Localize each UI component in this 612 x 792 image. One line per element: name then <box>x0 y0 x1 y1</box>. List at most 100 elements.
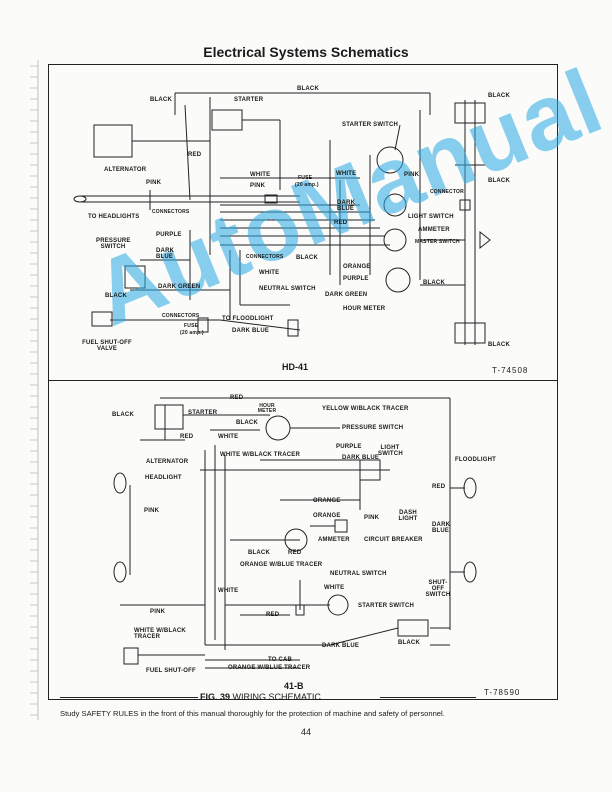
margin-ruler <box>8 60 44 720</box>
hd41-wiring <box>80 92 485 345</box>
figure-caption: FIG. 39 WIRING SCHEMATIC <box>200 692 321 702</box>
label-red-2: RED <box>334 220 348 226</box>
safety-note: Study SAFETY RULES in the front of this … <box>60 709 445 718</box>
b41-label-white-black-tracer-2: WHITE W/BLACK TRACER <box>134 628 186 640</box>
b41-label-yellow-black-tracer: YELLOW W/BLACK TRACER <box>322 406 409 412</box>
b41-label-red-3: RED <box>432 484 446 490</box>
b41-label-light-switch: LIGHT SWITCH <box>378 445 403 457</box>
b41-label-starter-switch: STARTER SWITCH <box>358 603 415 609</box>
label-black-left: BLACK <box>150 97 172 103</box>
b41-label-fuel-shutoff: FUEL SHUT-OFF <box>146 668 196 674</box>
label-fuse-2-amp: (20 amp.) <box>180 330 204 336</box>
b41-label-black: BLACK <box>112 412 134 418</box>
label-black-5: BLACK <box>488 342 510 348</box>
hd41-tnumber: T-74508 <box>492 366 529 375</box>
b41-subtitle: 41-B <box>284 681 304 691</box>
label-to-floodlight: TO FLOODLIGHT <box>222 316 274 322</box>
b41-label-white: WHITE <box>218 434 239 440</box>
hd41-components <box>73 102 491 344</box>
hd41-subtitle: HD-41 <box>282 362 309 372</box>
figure-caption-text: WIRING SCHEMATIC <box>232 692 321 702</box>
label-alternator: ALTERNATOR <box>104 167 147 173</box>
label-connectors: CONNECTORS <box>152 209 190 215</box>
b41-label-orange-blue-tracer: ORANGE W/BLUE TRACER <box>240 562 323 568</box>
label-black-conn: BLACK <box>488 178 510 184</box>
label-dark-blue-2: DARK BLUE <box>156 248 175 260</box>
b41-label-circuit-breaker: CIRCUIT BREAKER <box>364 537 423 543</box>
b41-wiring <box>113 397 477 669</box>
b41-label-dash-light: DASH LIGHT <box>398 510 418 522</box>
figure-caption-rule-left <box>60 697 198 698</box>
label-fuse: FUSE <box>298 175 313 181</box>
b41-label-dark-blue: DARK BLUE <box>342 455 380 461</box>
b41-label-red: RED <box>230 395 244 401</box>
b41-label-to-cab: TO CAB <box>268 657 293 663</box>
label-purple-2: PURPLE <box>343 276 369 282</box>
b41-label-pink: PINK <box>144 508 160 514</box>
b41-label-floodlight: FLOODLIGHT <box>455 457 496 463</box>
label-white-3: WHITE <box>259 270 280 276</box>
b41-label-black-3: BLACK <box>248 550 270 556</box>
label-black-4: BLACK <box>105 293 127 299</box>
label-to-headlights: TO HEADLIGHTS <box>88 214 140 220</box>
b41-tnumber: T-78590 <box>484 688 521 697</box>
label-orange: ORANGE <box>343 264 371 270</box>
label-light-switch: LIGHT SWITCH <box>408 214 454 220</box>
label-pink-3: PINK <box>404 172 420 178</box>
margin-ruler-marks <box>30 60 39 720</box>
b41-label-orange: ORANGE <box>313 498 341 504</box>
label-dark-blue: DARK BLUE <box>337 200 356 212</box>
b41-label-neutral-switch: NEUTRAL SWITCH <box>330 571 387 577</box>
label-black-right-top: BLACK <box>488 93 510 99</box>
b41-label-black-4: BLACK <box>398 640 420 646</box>
b41-label-shutoff-switch: SHUT-OFF SWITCH <box>425 580 451 598</box>
label-fuse-amp: (20 amp.) <box>295 182 319 188</box>
b41-label-red-5: RED <box>266 612 280 618</box>
b41-label-headlight: HEADLIGHT <box>145 475 182 481</box>
figure-number: FIG. 39 <box>200 692 231 702</box>
b41-label-white-black-tracer: WHITE W/BLACK TRACER <box>220 452 300 458</box>
b41-label-red-2: RED <box>180 434 194 440</box>
b41-label-orange-blue-tracer-2: ORANGE W/BLUE TRACER <box>228 665 311 671</box>
b41-label-pink-2: PINK <box>364 515 380 521</box>
label-starter: STARTER <box>234 97 264 103</box>
label-hour-meter: HOUR METER <box>343 306 386 312</box>
b41-label-starter: STARTER <box>188 410 218 416</box>
label-fuse-2: FUSE <box>184 323 199 329</box>
b41-label-dark-blue-3: DARK BLUE <box>322 643 360 649</box>
label-black-2: BLACK <box>296 255 318 261</box>
label-fuel-shutoff-valve: FUEL SHUT-OFF VALVE <box>82 340 132 352</box>
label-ammeter: AMMETER <box>418 227 450 233</box>
label-pink: PINK <box>146 180 162 186</box>
label-black-top: BLACK <box>297 86 319 92</box>
label-purple: PURPLE <box>156 232 182 238</box>
b41-label-black-2: BLACK <box>236 420 258 426</box>
b41-label-hour-meter: HOUR METER <box>257 403 277 414</box>
label-white: WHITE <box>250 172 271 178</box>
b41-label-ammeter: AMMETER <box>318 537 350 543</box>
b41-label-white-2: WHITE <box>218 588 239 594</box>
b41-label-pink-3: PINK <box>150 609 166 615</box>
label-neutral-switch: NEUTRAL SWITCH <box>259 286 316 292</box>
label-dark-green-2: DARK GREEN <box>325 292 368 298</box>
label-red: RED <box>188 152 202 158</box>
b41-label-alternator: ALTERNATOR <box>146 459 189 465</box>
schematic-frame <box>48 64 558 700</box>
label-pink-2: PINK <box>250 183 266 189</box>
b41-label-pressure-switch: PRESSURE SWITCH <box>342 425 404 431</box>
label-pressure-switch: PRESSURE SWITCH <box>96 238 131 250</box>
label-black-3: BLACK <box>423 280 445 286</box>
page-number: 44 <box>300 727 311 737</box>
b41-label-red-4: RED <box>288 550 302 556</box>
label-dark-green: DARK GREEN <box>158 284 201 290</box>
label-connector: CONNECTOR <box>430 189 464 195</box>
label-starter-switch: STARTER SWITCH <box>342 122 399 128</box>
b41-label-white-3: WHITE <box>324 585 345 591</box>
b41-label-purple: PURPLE <box>336 444 362 450</box>
b41-label-orange-2: ORANGE <box>313 513 341 519</box>
figure-caption-rule-right <box>380 697 476 698</box>
label-dark-blue-3: DARK BLUE <box>232 328 270 334</box>
section-divider <box>48 380 558 381</box>
b41-label-dark-blue-2: DARK BLUE <box>432 522 451 534</box>
